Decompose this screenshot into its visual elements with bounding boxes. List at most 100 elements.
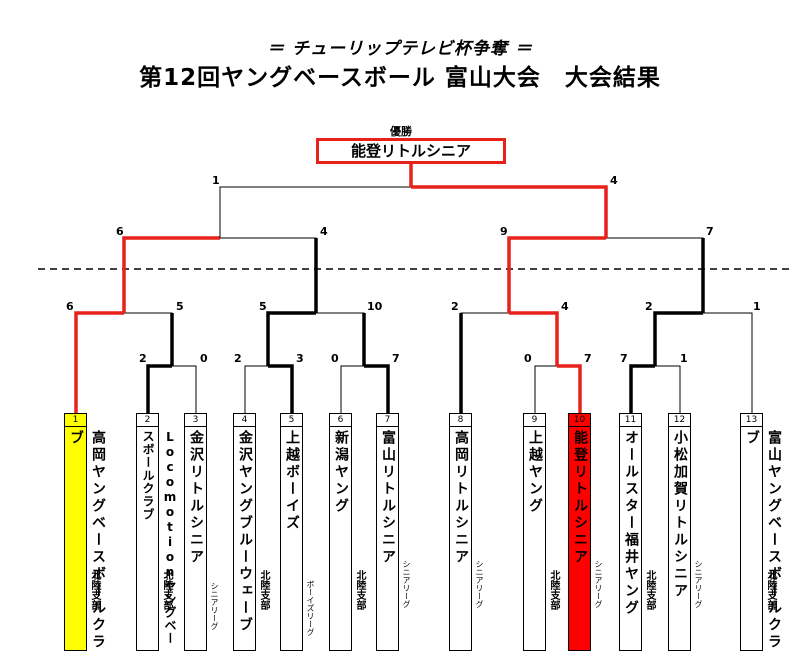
team-name: 新潟ヤング xyxy=(333,430,349,515)
score-qf4-a: 2 xyxy=(645,300,653,313)
team-region: シニアリーグ xyxy=(694,560,703,608)
bracket-line xyxy=(74,311,124,413)
team-region: シニアリーグ xyxy=(402,560,411,608)
score-r1-1-a: 2 xyxy=(139,352,147,365)
score-qf2-a: 5 xyxy=(259,300,267,313)
bracket-line xyxy=(172,365,197,413)
bracket-line xyxy=(146,364,172,413)
bracket-line xyxy=(124,312,173,366)
bracket-line xyxy=(653,311,703,366)
team-seed: 2 xyxy=(137,414,158,427)
team-box-11: 11 オールスター福井ヤング xyxy=(619,413,642,651)
team-region: ボーイズリーグ xyxy=(306,580,315,636)
bracket-line xyxy=(534,365,557,413)
score-r1-2-a: 2 xyxy=(234,352,242,365)
score-final-left: 1 xyxy=(212,174,220,187)
bracket-line xyxy=(220,237,317,313)
winner-box: 能登リトルシニア xyxy=(316,138,506,164)
team-seed: 1 xyxy=(65,414,86,427)
team-name: オールスター福井ヤング xyxy=(623,430,639,617)
bracket-line xyxy=(411,185,608,238)
team-region: 北陸支部 xyxy=(89,570,100,610)
team-seed: 11 xyxy=(620,414,641,427)
team-seed: 9 xyxy=(524,414,545,427)
team-box-7: 7 富山リトルシニア xyxy=(376,413,399,651)
team-seed: 8 xyxy=(450,414,471,427)
team-region: 北陸支部 xyxy=(548,570,559,610)
team-region: シニアリーグ xyxy=(594,560,603,608)
team-seed: 12 xyxy=(669,414,690,427)
score-sf-right-a: 9 xyxy=(500,225,508,238)
bracket-line xyxy=(629,364,655,413)
score-r1-5-a: 7 xyxy=(620,352,628,365)
bracket-line xyxy=(266,311,316,366)
team-seed: 3 xyxy=(185,414,206,427)
winner-label: 優勝 xyxy=(390,125,412,138)
score-r1-4-a: 0 xyxy=(524,352,532,365)
score-sf-right-b: 7 xyxy=(706,225,714,238)
team-seed: 7 xyxy=(377,414,398,427)
team-region: 北陸支部 xyxy=(644,570,655,610)
team-region: 北陸支部 xyxy=(765,570,776,610)
team-seed: 10 xyxy=(569,414,590,427)
team-seed: 4 xyxy=(234,414,255,427)
score-qf3-b: 4 xyxy=(561,300,569,313)
score-r1-1-b: 0 xyxy=(200,352,208,365)
bracket-line xyxy=(364,364,390,413)
team-box-12: 12 小松加賀リトルシニア xyxy=(668,413,691,651)
team-box-13: 13 富山ヤングベースボールクラブ xyxy=(740,413,782,651)
score-sf-left-b: 4 xyxy=(320,225,328,238)
team-box-10: 10 能登リトルシニア xyxy=(568,413,591,651)
team-box-4: 4 金沢ヤングブルーウェーブ xyxy=(233,413,256,651)
page-title: 第12回ヤングベースボール 富山大会 大会結果 xyxy=(139,65,661,91)
bracket-line xyxy=(703,312,753,413)
team-name: 上越ヤング xyxy=(527,430,543,515)
bracket-line xyxy=(122,236,220,313)
score-qf2-b: 10 xyxy=(367,300,383,313)
team-name: 上越ボーイズ xyxy=(284,430,300,532)
score-qf4-b: 1 xyxy=(753,300,761,313)
team-name: 富山リトルシニア xyxy=(380,430,396,566)
bracket-line xyxy=(219,186,411,238)
team-name: 高岡ヤングベースボールクラブ xyxy=(68,430,106,651)
team-region: 北陸支部 xyxy=(161,570,172,610)
team-name: 小松加賀リトルシニア xyxy=(672,430,688,600)
score-r1-3-b: 7 xyxy=(392,352,400,365)
team-name: 能登リトルシニア xyxy=(572,430,588,566)
team-box-5: 5 上越ボーイズ xyxy=(280,413,303,651)
bracket-line xyxy=(316,312,365,366)
team-region: シニアリーグ xyxy=(475,560,484,608)
bracket-line xyxy=(557,364,582,413)
team-box-2: 2 Locomotionヤングベースボールクラブ xyxy=(136,413,177,651)
score-sf-left-a: 6 xyxy=(116,225,124,238)
team-name: Locomotionヤングベースボールクラブ xyxy=(141,430,177,645)
score-final-right: 4 xyxy=(610,174,618,187)
score-qf1-a: 6 xyxy=(66,300,74,313)
team-seed: 13 xyxy=(741,414,762,427)
bracket-line xyxy=(460,312,509,413)
team-region: 北陸支部 xyxy=(354,570,365,610)
score-r1-5-b: 1 xyxy=(680,352,688,365)
team-box-8: 8 高岡リトルシニア xyxy=(449,413,472,651)
score-qf3-a: 2 xyxy=(451,300,459,313)
team-region: 北陸支部 xyxy=(258,570,269,610)
bracket-line xyxy=(606,237,704,313)
bracket-line xyxy=(268,364,294,413)
team-seed: 6 xyxy=(330,414,351,427)
score-r1-3-a: 0 xyxy=(331,352,339,365)
bracket-line xyxy=(244,365,268,413)
team-box-3: 3 金沢リトルシニア xyxy=(184,413,207,651)
score-qf1-b: 5 xyxy=(176,300,184,313)
bracket-line xyxy=(507,236,606,313)
bracket-line xyxy=(509,311,559,366)
score-r1-2-b: 3 xyxy=(296,352,304,365)
page-subtitle: ＝ チューリップテレビ杯争奪 ＝ xyxy=(267,39,533,59)
score-r1-4-b: 7 xyxy=(584,352,592,365)
team-name: 金沢ヤングブルーウェーブ xyxy=(237,430,253,634)
team-box-1: 1 高岡ヤングベースボールクラブ xyxy=(64,413,106,651)
bracket-line xyxy=(340,365,364,413)
team-name: 富山ヤングベースボールクラブ xyxy=(744,430,782,651)
team-box-6: 6 新潟ヤング xyxy=(329,413,352,651)
